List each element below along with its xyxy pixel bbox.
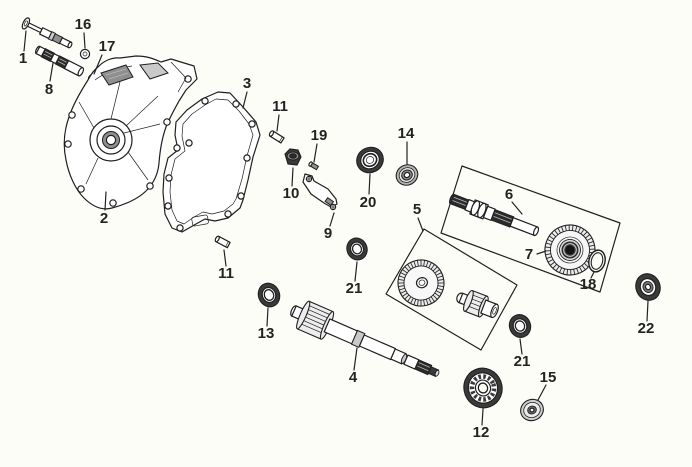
part-11-dowel-pin-upper: [268, 130, 285, 144]
part-label-5: 5: [413, 201, 421, 218]
part-label-18: 18: [580, 276, 597, 293]
part-1-leader-line: [23, 30, 27, 52]
part-label-15: 15: [540, 369, 557, 386]
kit-box-5: [385, 228, 518, 351]
part-label-20: 20: [360, 194, 377, 211]
part-11-leader-line: [276, 114, 280, 132]
part-label-19: 19: [311, 127, 328, 144]
part-11-leader-line: [223, 249, 227, 267]
part-label-3: 3: [243, 75, 251, 92]
part-5-large-gear: [397, 259, 445, 307]
part-label-21: 21: [346, 280, 363, 297]
kit-box-6-7: [440, 165, 621, 293]
part-label-10: 10: [283, 185, 300, 202]
part-2-leader-line: [104, 191, 107, 211]
part-6-countershaft: [448, 193, 540, 237]
part-21-seal-upper: [346, 237, 368, 261]
part-7-leader-line: [536, 250, 547, 255]
part-label-11: 11: [218, 265, 234, 282]
part-10-nut: [284, 148, 302, 166]
part-label-9: 9: [324, 225, 332, 242]
part-21-seal-lower: [508, 314, 532, 338]
part-1-shaft: [21, 17, 73, 49]
part-11-dowel-pin-lower: [214, 235, 231, 249]
part-19-leader-line: [313, 143, 318, 163]
part-label-13: 13: [258, 325, 275, 342]
part-15-leader-line: [537, 384, 547, 401]
gear-5-teeth: [397, 259, 445, 307]
part-5-leader-line: [417, 217, 424, 232]
part-22-oil-seal: [635, 273, 661, 301]
part-9-shift-arm: [302, 173, 338, 211]
part-16-leader-line: [83, 32, 86, 49]
part-label-1: 1: [19, 50, 27, 67]
part-13-leader-line: [266, 307, 269, 327]
part-12-ball-bearing: [463, 367, 503, 409]
part-6-leader-line: [511, 201, 523, 215]
part-label-6: 6: [505, 186, 513, 203]
part-20-bearing: [356, 146, 384, 174]
part-17-leader-line: [93, 54, 103, 75]
part-14-oil-seal: [395, 164, 419, 186]
part-8-leader-line: [49, 62, 54, 82]
part-9-leader-line: [329, 212, 335, 227]
part-16-o-ring: [79, 48, 91, 60]
part-4-drive-shaft: [290, 300, 440, 378]
part-4-leader-line: [353, 347, 358, 371]
part-21-leader-line: [354, 261, 358, 282]
part-22-leader-line: [646, 300, 649, 322]
part-label-11: 11: [272, 98, 288, 115]
part-10-leader-line: [291, 167, 294, 187]
part-19-screw: [308, 161, 320, 171]
part-label-7: 7: [525, 246, 533, 263]
part-label-12: 12: [473, 424, 490, 441]
part-21-leader-line: [519, 338, 523, 355]
part-label-8: 8: [45, 81, 53, 98]
part-label-17: 17: [99, 38, 116, 55]
part-2-transmission-cover: [63, 55, 198, 210]
part-18-leader-line: [590, 271, 595, 279]
part-8-splined-shaft: [34, 45, 85, 77]
part-label-22: 22: [638, 320, 655, 337]
part-label-2: 2: [100, 210, 108, 227]
part-label-4: 4: [349, 369, 358, 386]
gasket-bolt-holes: [164, 97, 256, 232]
part-12-leader-line: [481, 408, 484, 426]
part-label-16: 16: [75, 16, 92, 33]
part-5-pinion-gear: [456, 289, 499, 319]
part-13-oil-seal: [257, 282, 281, 308]
part-label-21: 21: [514, 353, 531, 370]
part-7-final-gear: [544, 224, 596, 276]
part-3-gasket: [162, 91, 261, 233]
part-15-washer: [520, 398, 544, 422]
part-3-leader-line: [242, 91, 248, 109]
part-label-14: 14: [398, 125, 415, 142]
part-20-leader-line: [368, 173, 371, 195]
